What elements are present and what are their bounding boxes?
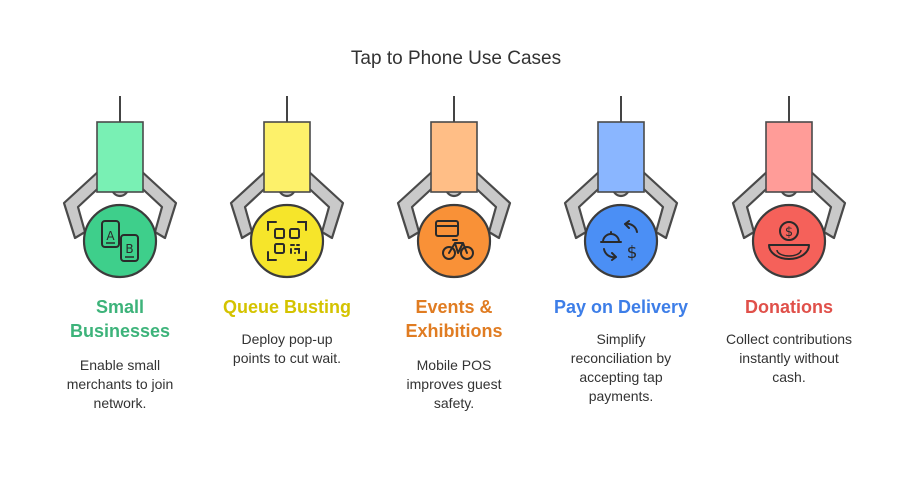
svg-text:B: B [125, 242, 133, 256]
use-case-heading: Events & Exhibitions [369, 295, 539, 343]
claw-body [263, 121, 311, 193]
claw-body [430, 121, 478, 193]
icon-circle [249, 203, 325, 279]
description-line: instantly without [739, 350, 839, 366]
card-bicycle-icon [435, 220, 474, 260]
description-line: Enable small [79, 357, 161, 373]
use-case-heading: Pay on Delivery [536, 295, 706, 319]
cloche-exchange-icon: $ [600, 220, 638, 263]
description-line: points to cut wait. [232, 350, 342, 366]
use-case-heading: Donations [704, 295, 874, 319]
claw-body [765, 121, 813, 193]
use-case-description: Simplify reconciliation by accepting tap pa… [536, 330, 706, 406]
claw-body [597, 121, 645, 193]
use-case-description: Mobile POS improves guest safety. [369, 356, 539, 413]
heading-line: Queue Busting [222, 297, 351, 317]
qr-scan-icon [267, 221, 307, 261]
claw-body [96, 121, 144, 193]
description-line: safety. [433, 395, 475, 411]
description-line: Mobile POS [416, 357, 492, 373]
description-line: Deploy pop-up [241, 331, 333, 347]
use-case-heading: Queue Busting [202, 295, 372, 319]
use-case-description: Collect contributions instantly without ca… [704, 330, 874, 387]
svg-text:$: $ [785, 225, 793, 240]
description-line: Simplify [596, 331, 646, 347]
description-line: cash. [772, 369, 806, 385]
svg-text:$: $ [627, 243, 638, 263]
heading-line: Pay on Delivery [553, 297, 689, 317]
heading-line: Exhibitions [405, 321, 503, 341]
description-line: reconciliation by [570, 350, 672, 366]
claw-graphic: AB [62, 96, 178, 279]
description-line: network. [93, 395, 147, 411]
heading-line: Donations [745, 297, 833, 317]
description-line: merchants to join [66, 376, 174, 392]
claw-graphic [396, 96, 512, 279]
use-case-description: Deploy pop-up points to cut wait. [202, 330, 372, 368]
heading-line: Businesses [69, 321, 171, 341]
description-line: accepting tap [579, 369, 663, 385]
ab-test-phones-icon: AB [101, 220, 139, 262]
donation-bowl-icon: $ [768, 221, 810, 260]
description-line: payments. [588, 388, 654, 404]
diagram-title: Tap to Phone Use Cases [350, 48, 562, 69]
description-line: improves guest [406, 376, 502, 392]
use-case-description: Enable small merchants to join network. [35, 356, 205, 413]
claw-graphic: $ [563, 96, 679, 279]
svg-text:A: A [106, 229, 115, 243]
heading-line: Small [95, 297, 145, 317]
claw-graphic: $ [731, 96, 847, 279]
description-line: Collect contributions [725, 331, 853, 347]
claw-graphic [229, 96, 345, 279]
heading-line: Events & [415, 297, 493, 317]
